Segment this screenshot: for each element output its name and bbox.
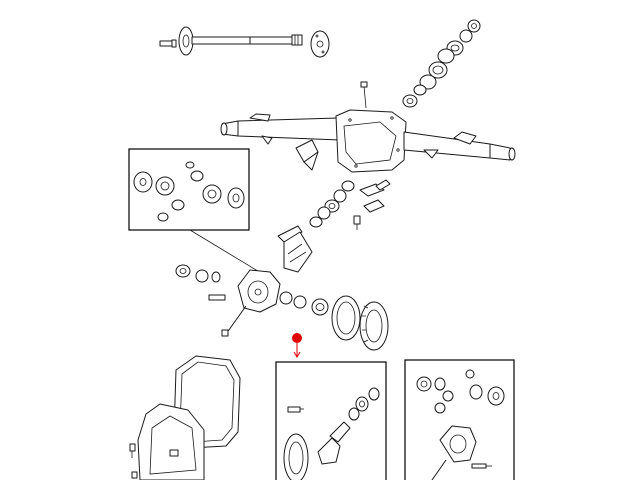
differential-case [439,425,477,463]
drive-pinion-gear [277,225,313,273]
differential-cover [137,403,205,480]
wheel-bearing-stack [402,19,481,108]
axle-shaft-right [249,34,303,46]
housing-end-right [489,143,511,161]
differential-carrier [237,269,281,313]
axle-flange [310,30,330,58]
spring-pad-left [249,113,271,122]
cover-bolt [129,443,136,458]
callout-marker[interactable] [292,333,302,358]
differential-case-inset [404,359,515,480]
axle-housing-group [220,81,516,173]
housing-tube-left [237,117,341,141]
housing-tube-right [403,131,491,159]
cover-bolt [131,471,138,479]
vent-fitting [360,81,368,109]
differential-gears-inset [128,148,267,277]
pinion-bearing-parts [309,179,391,230]
axle-shafts-group [159,26,330,58]
axle-shaft-left [178,26,275,56]
wheel-stud [159,39,177,48]
ring-gear [359,301,389,351]
ring-and-pinion-inset [275,361,387,480]
carrier-and-bearings-group [175,264,389,351]
differential-housing [335,109,407,173]
cover-and-gasket-group [129,355,241,480]
